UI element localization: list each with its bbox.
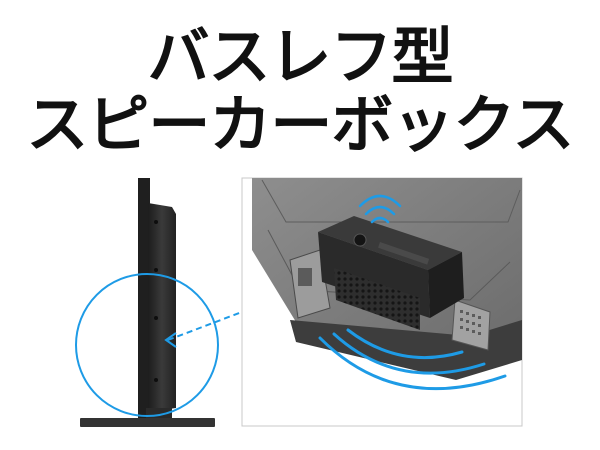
screw-icon: [154, 378, 158, 382]
callout-dashed-line: [167, 289, 301, 341]
highlight-circle: [75, 273, 219, 417]
tv-stand-base: [80, 418, 215, 427]
speaker-box-rail: [378, 242, 430, 265]
bass-port-icon: [353, 233, 367, 247]
screw-icon: [154, 268, 158, 272]
tv-side-view: [80, 178, 215, 427]
speaker-grille: [334, 268, 420, 330]
sound-waves-icon: [318, 328, 507, 391]
mounting-slot: [298, 268, 312, 286]
tv-panel-edge: [138, 178, 150, 423]
vent-holes: [460, 310, 481, 335]
tv-stand-neck: [146, 408, 172, 420]
panel-ridge: [261, 179, 521, 223]
sound-waves-icon: [358, 194, 402, 224]
tv-rear-housing: [148, 203, 176, 412]
speaker-box-side: [428, 252, 464, 318]
tv-bottom-edge: [290, 320, 522, 380]
screw-icon: [154, 316, 158, 320]
chevron-left-icon: [164, 332, 177, 348]
speaker-box-top: [318, 216, 462, 270]
detail-inset: [241, 177, 523, 427]
heading-line-1: バスレフ型: [147, 20, 453, 93]
heading-line-2: スピーカーボックス: [26, 88, 574, 161]
screw-icon: [154, 220, 158, 224]
